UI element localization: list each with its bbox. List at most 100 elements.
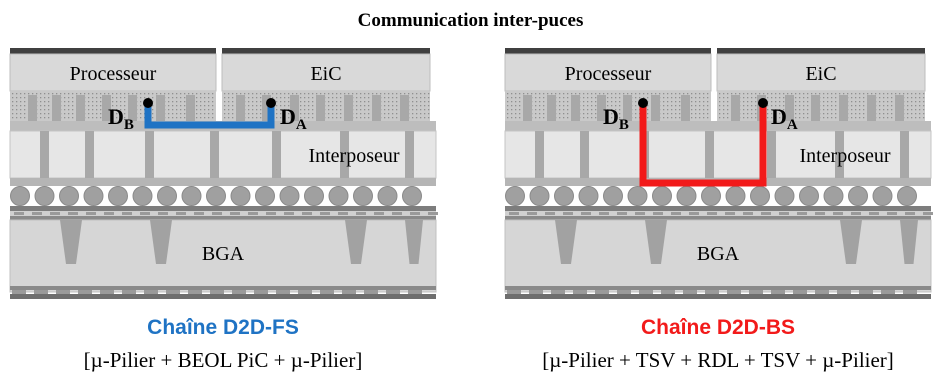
micro-pillar — [867, 95, 876, 123]
c4-bump — [377, 186, 398, 206]
substrate-top-metal — [505, 206, 931, 211]
processor-top-metal — [10, 48, 216, 54]
tsv — [405, 131, 414, 178]
substrate-via — [840, 220, 862, 264]
c4-bump — [206, 186, 226, 206]
c4-bump — [353, 186, 373, 206]
package-diagram-back-side: Processeur EiC Interposeur BGA DB DA — [504, 48, 933, 299]
interposer — [504, 130, 932, 179]
c4-bump — [304, 186, 324, 206]
micro-pillar — [547, 95, 556, 123]
c4-bump — [34, 186, 55, 206]
eic-chip — [221, 53, 431, 92]
substrate-via — [405, 220, 423, 264]
substrate-top-metal — [10, 206, 436, 211]
substrate-bottom-metal — [505, 286, 931, 290]
micro-pillar — [28, 95, 37, 123]
c4-bump — [157, 186, 177, 206]
c4-bump — [872, 186, 893, 206]
substrate-via — [900, 220, 918, 264]
c4-bump — [701, 186, 721, 206]
micro-pillar — [681, 95, 690, 123]
c4-bump — [181, 186, 202, 206]
micro-pillar — [895, 95, 904, 123]
db-label: DB — [108, 104, 134, 133]
c4-bump — [578, 186, 599, 206]
rdl-layer — [10, 178, 436, 186]
substrate-via — [645, 220, 667, 264]
substrate-bottom-edge — [10, 294, 436, 299]
interposer-label: Interposeur — [308, 145, 399, 167]
micro-pillar — [236, 95, 245, 123]
tsv — [767, 131, 776, 178]
substrate-via — [555, 220, 577, 264]
db-node — [638, 98, 648, 108]
da-label: DA — [280, 104, 307, 133]
eic-label: EiC — [805, 63, 836, 85]
da-node — [266, 98, 276, 108]
c4-bump — [230, 186, 251, 206]
c4-bump — [750, 186, 770, 206]
micro-pillar — [523, 95, 532, 123]
c4-bump — [774, 186, 795, 206]
micro-pillar — [651, 95, 660, 123]
substrate-metal-2 — [10, 216, 436, 220]
c4-bump — [402, 186, 422, 206]
processor-label: Processeur — [565, 63, 652, 85]
processor-top-metal — [505, 48, 711, 54]
micro-pillar — [262, 95, 271, 123]
processor-chip — [9, 53, 217, 92]
interposer-beol — [505, 121, 931, 131]
micro-pillar — [156, 95, 165, 123]
micro-pillar — [839, 95, 848, 123]
tsv — [580, 131, 589, 178]
bga-label: BGA — [697, 243, 740, 265]
chain-d2d-fs-formula: [µ-Pilier + BEOL PiC + µ-Pilier] — [83, 348, 363, 372]
package-diagram-front-side: Processeur EiC Interposeur BGA DB DA — [9, 48, 438, 299]
db-label: DB — [603, 104, 629, 133]
micro-pillar — [76, 95, 85, 123]
c4-bump — [554, 186, 574, 206]
tsv — [835, 131, 844, 178]
micro-pillar — [731, 95, 740, 123]
micro-pillar — [290, 95, 299, 123]
d2d-bs-path — [639, 103, 767, 187]
substrate-bottom-metal — [10, 286, 436, 290]
eic-chip — [716, 53, 926, 92]
c4-bump — [652, 186, 672, 206]
eic-label: EiC — [310, 63, 341, 85]
micro-pillar — [344, 95, 353, 123]
chain-d2d-fs-title: Chaîne D2D-FS — [147, 316, 299, 339]
substrate-via — [60, 220, 82, 264]
c4-bump — [627, 186, 648, 206]
c4-bump — [279, 186, 300, 206]
c4-bump — [328, 186, 349, 206]
micro-pillar — [102, 95, 111, 123]
d2d-fs-path — [144, 103, 275, 129]
c4-bump — [725, 186, 746, 206]
da-label: DA — [771, 104, 798, 133]
micro-pillar — [571, 95, 580, 123]
micro-pillar — [597, 95, 606, 123]
micro-pillar — [811, 95, 820, 123]
eic-top-metal — [222, 48, 430, 54]
micro-pillar — [372, 95, 381, 123]
substrate-metal-2 — [505, 216, 931, 220]
c4-bump — [505, 186, 525, 206]
c4-bump — [897, 186, 917, 206]
c4-bump — [603, 186, 623, 206]
tsv — [210, 131, 219, 178]
da-node — [758, 98, 768, 108]
tsv — [272, 131, 281, 178]
tsv — [145, 131, 154, 178]
interposer — [9, 130, 437, 179]
tsv — [535, 131, 544, 178]
tsv — [705, 131, 714, 178]
bga-label: BGA — [202, 243, 245, 265]
substrate-buildup — [10, 211, 436, 216]
micro-pillar — [316, 95, 325, 123]
tsv — [85, 131, 94, 178]
c4-bump — [848, 186, 868, 206]
substrate-via — [150, 220, 172, 264]
c4-bump — [59, 186, 79, 206]
